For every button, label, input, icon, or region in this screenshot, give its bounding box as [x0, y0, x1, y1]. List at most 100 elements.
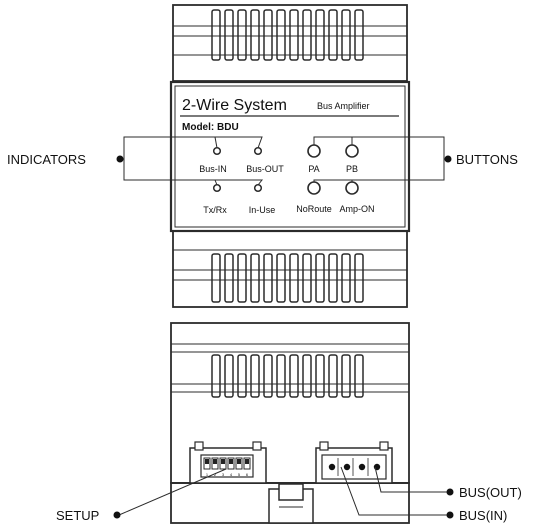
bus-terminal-screws: [328, 458, 381, 476]
vent-fin: [224, 9, 234, 61]
dip-switch-number: 4: [230, 472, 233, 477]
model-label: Model: BDU: [182, 122, 239, 133]
callout-indicators: INDICATORS: [7, 152, 86, 167]
terminal-screw-icon: [328, 463, 336, 471]
button-pb[interactable]: [345, 144, 359, 158]
din-clip-tab: [278, 483, 304, 501]
vent-fin: [315, 253, 325, 303]
dip-switch-knob: [229, 459, 233, 464]
vent-fin: [354, 354, 364, 398]
setup-callout-dot: [113, 511, 121, 519]
dip-switch-number: 1: [206, 472, 209, 477]
vent-fin: [289, 9, 299, 61]
system-title: 2-Wire System: [182, 97, 287, 114]
dip-switch-latch: [252, 441, 262, 451]
led-bus-in-icon: [212, 146, 222, 156]
bus-connector-latch: [319, 441, 329, 451]
terminal-screw-icon: [373, 463, 381, 471]
lower-vent-fins: [211, 253, 364, 303]
vent-fin: [341, 9, 351, 61]
indicator-label-tx-rx: Tx/Rx: [203, 205, 227, 215]
vent-fin: [237, 253, 247, 303]
indicators-leader: [123, 136, 264, 186]
button-label-amp-on: Amp-ON: [339, 204, 374, 214]
bus-connector-latch: [379, 441, 389, 451]
indicators-callout-dot: [116, 155, 124, 163]
dip-switch-latch: [194, 441, 204, 451]
vent-fin: [354, 253, 364, 303]
vent-fin: [263, 354, 273, 398]
dip-switch-number: 5: [238, 472, 241, 477]
vent-fin: [211, 9, 221, 61]
vent-fin: [315, 354, 325, 398]
buttons-callout-dot: [444, 155, 452, 163]
vent-fin: [276, 253, 286, 303]
button-noroute[interactable]: [307, 181, 321, 195]
callout-buttons: BUTTONS: [456, 152, 518, 167]
vent-fin: [341, 354, 351, 398]
dip-switch-knob: [237, 459, 241, 464]
vent-fin: [289, 354, 299, 398]
product-type: Bus Amplifier: [317, 101, 370, 111]
vent-fin: [328, 253, 338, 303]
button-pa[interactable]: [307, 144, 321, 158]
bus-in-callout-dot: [446, 511, 454, 519]
vent-fin: [263, 9, 273, 61]
callout-bus-out: BUS(OUT): [459, 485, 522, 500]
dip-switch-knob: [245, 459, 249, 464]
vent-fin: [289, 253, 299, 303]
upper-vent-fins: [211, 9, 364, 61]
callout-bus-in: BUS(IN): [459, 508, 507, 523]
dip-switch-knob: [205, 459, 209, 464]
setup-leader: [118, 468, 227, 516]
dip-switch-number: 6: [246, 472, 249, 477]
dip-switch-knob: [221, 459, 225, 464]
dip-switch-number: 3: [222, 472, 225, 477]
button-label-pa: PA: [308, 164, 319, 174]
vent-fin: [237, 354, 247, 398]
dip-switch-knob: [213, 459, 217, 464]
vent-fin: [354, 9, 364, 61]
led-bus-out-icon: [253, 146, 263, 156]
button-amp-on[interactable]: [345, 181, 359, 195]
vent-fin: [211, 354, 221, 398]
buttons-leader: [313, 136, 445, 182]
vent-fin: [224, 354, 234, 398]
vent-fin: [302, 253, 312, 303]
vent-fin: [211, 253, 221, 303]
vent-fin: [341, 253, 351, 303]
led-tx-rx-icon: [212, 183, 222, 193]
vent-fin: [302, 9, 312, 61]
vent-fin: [328, 354, 338, 398]
front-view-device: [169, 4, 411, 308]
vent-fin: [276, 9, 286, 61]
button-label-pb: PB: [346, 164, 358, 174]
vent-fin: [250, 354, 260, 398]
button-label-noroute: NoRoute: [296, 204, 332, 214]
vent-fin: [315, 9, 325, 61]
front-panel: [169, 80, 411, 233]
vent-fin: [276, 354, 286, 398]
vent-fin: [250, 9, 260, 61]
callout-setup: SETUP: [56, 508, 99, 523]
terminal-screw-icon: [358, 463, 366, 471]
terminal-screw-icon: [343, 463, 351, 471]
led-in-use-icon: [253, 183, 263, 193]
vent-fin: [237, 9, 247, 61]
indicator-label-in-use: In-Use: [249, 205, 276, 215]
indicator-label-bus-in: Bus-IN: [199, 164, 227, 174]
dip-switch-number: 2: [214, 472, 217, 477]
vent-fin: [263, 253, 273, 303]
bus-leaders: [340, 466, 448, 516]
indicator-label-bus-out: Bus-OUT: [246, 164, 284, 174]
vent-fin: [224, 253, 234, 303]
vent-fin: [250, 253, 260, 303]
bus-out-callout-dot: [446, 488, 454, 496]
vent-fin: [328, 9, 338, 61]
front-panel-inner: [174, 85, 406, 228]
vent-fin: [302, 354, 312, 398]
bottom-vent-fins: [211, 354, 364, 398]
